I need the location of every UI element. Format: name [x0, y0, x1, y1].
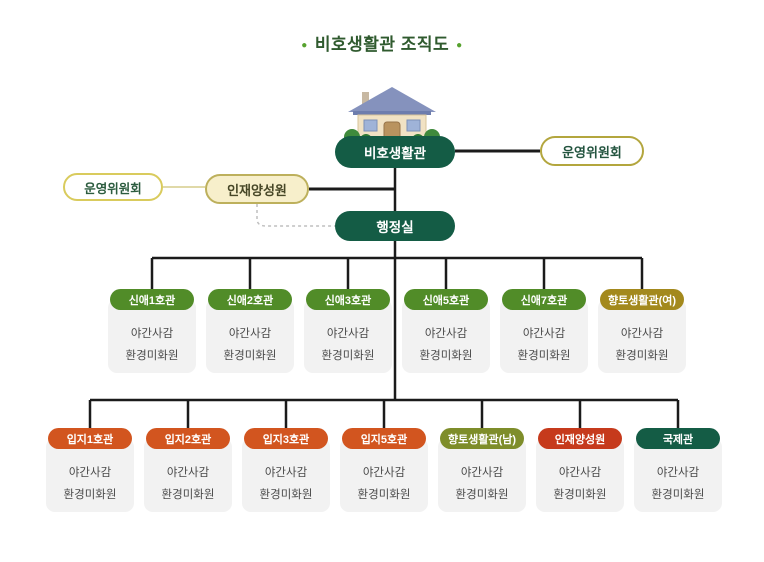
staff-role: 환경미화원 [321, 350, 375, 362]
building-name-badge: 입지3호관 [244, 428, 328, 449]
staff-role: 야간사감 [620, 328, 664, 340]
steering-committee-left: 운영위원회 [63, 173, 163, 201]
staff-role: 야간사감 [130, 328, 174, 340]
training-center-node: 인재양성원 [205, 174, 309, 204]
staff-role: 환경미화원 [357, 489, 411, 501]
card-body [438, 438, 526, 512]
card-sinae-5: 신애5호관 야간사감 환경미화원 [402, 289, 490, 373]
card-body [340, 438, 428, 512]
card-body [46, 438, 134, 512]
staff-role: 환경미화원 [125, 350, 179, 362]
staff-role: 야간사감 [558, 467, 602, 479]
building-name-badge: 입지2호관 [146, 428, 230, 449]
card-body [242, 438, 330, 512]
building-name-badge: 입지1호관 [48, 428, 132, 449]
staff-role: 야간사감 [460, 467, 504, 479]
card-body [536, 438, 624, 512]
building-name-badge: 신애3호관 [306, 289, 390, 310]
title-bullet-icon: ● [301, 40, 308, 51]
staff-role: 야간사감 [228, 328, 272, 340]
staff-role: 야간사감 [264, 467, 308, 479]
steering-committee-right: 운영위원회 [540, 136, 644, 166]
building-name-badge: 향토생활관(여) [600, 289, 684, 310]
staff-role: 야간사감 [326, 328, 370, 340]
staff-role: 환경미화원 [553, 489, 607, 501]
staff-role: 환경미화원 [651, 489, 705, 501]
building-name-badge: 신애5호관 [404, 289, 488, 310]
card-sinae-2: 신애2호관 야간사감 환경미화원 [206, 289, 294, 373]
card-body [108, 299, 196, 373]
house-icon [344, 87, 440, 144]
staff-role: 환경미화원 [161, 489, 215, 501]
staff-role: 야간사감 [68, 467, 112, 479]
staff-role: 환경미화원 [419, 350, 473, 362]
card-ipji-3: 입지3호관 야간사감 환경미화원 [242, 428, 330, 512]
staff-role: 환경미화원 [223, 350, 277, 362]
title-bullet-icon: ● [456, 40, 463, 51]
card-sinae-3: 신애3호관 야간사감 환경미화원 [304, 289, 392, 373]
staff-role: 환경미화원 [615, 350, 669, 362]
card-ipji-5: 입지5호관 야간사감 환경미화원 [340, 428, 428, 512]
staff-role: 야간사감 [166, 467, 210, 479]
staff-role: 야간사감 [424, 328, 468, 340]
card-sinae-7: 신애7호관 야간사감 환경미화원 [500, 289, 588, 373]
card-sinae-1: 신애1호관 야간사감 환경미화원 [108, 289, 196, 373]
card-body [634, 438, 722, 512]
building-name-badge: 신애7호관 [502, 289, 586, 310]
staff-role: 환경미화원 [63, 489, 117, 501]
building-name-badge: 국제관 [636, 428, 720, 449]
card-gukje: 국제관 야간사감 환경미화원 [634, 428, 722, 512]
building-name-badge: 신애1호관 [110, 289, 194, 310]
card-ipji-1: 입지1호관 야간사감 환경미화원 [46, 428, 134, 512]
card-hyangto-women: 향토생활관(여) 야간사감 환경미화원 [598, 289, 686, 373]
root-node: 비호생활관 [335, 136, 455, 168]
staff-role: 야간사감 [522, 328, 566, 340]
card-body [206, 299, 294, 373]
staff-role: 환경미화원 [455, 489, 509, 501]
card-body [500, 299, 588, 373]
building-name-badge: 향토생활관(남) [440, 428, 524, 449]
card-injae: 인재양성원 야간사감 환경미화원 [536, 428, 624, 512]
card-body [598, 299, 686, 373]
page-title: ● 비호생활관 조직도 ● [0, 30, 764, 55]
building-name-badge: 인재양성원 [538, 428, 622, 449]
admin-office-node: 행정실 [335, 211, 455, 241]
building-name-badge: 입지5호관 [342, 428, 426, 449]
card-body [304, 299, 392, 373]
card-body [402, 299, 490, 373]
staff-role: 야간사감 [362, 467, 406, 479]
staff-role: 환경미화원 [517, 350, 571, 362]
card-body [144, 438, 232, 512]
title-text: 비호생활관 조직도 [314, 35, 450, 54]
card-hyangto-men: 향토생활관(남) 야간사감 환경미화원 [438, 428, 526, 512]
card-ipji-2: 입지2호관 야간사감 환경미화원 [144, 428, 232, 512]
staff-role: 환경미화원 [259, 489, 313, 501]
staff-role: 야간사감 [656, 467, 700, 479]
building-name-badge: 신애2호관 [208, 289, 292, 310]
